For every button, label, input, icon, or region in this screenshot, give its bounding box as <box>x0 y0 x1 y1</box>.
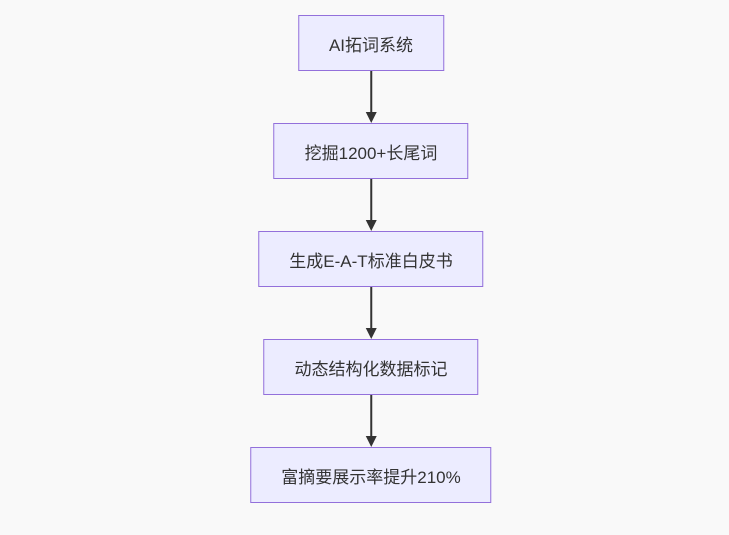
arrow-down-icon <box>365 287 377 339</box>
flowchart: AI拓词系统 挖掘1200+长尾词 生成E-A-T标准白皮书 动态结构化数据标记… <box>250 15 492 503</box>
arrow-down-icon <box>365 179 377 231</box>
flow-node-rich-snippet-result: 富摘要展示率提升210% <box>250 447 492 503</box>
flow-node-longtail-mining: 挖掘1200+长尾词 <box>273 123 469 179</box>
flow-node-eat-whitepaper: 生成E-A-T标准白皮书 <box>258 231 484 287</box>
arrow-down-icon <box>365 395 377 447</box>
flow-node-ai-expansion-system: AI拓词系统 <box>297 15 445 71</box>
flow-node-structured-data-markup: 动态结构化数据标记 <box>263 339 479 395</box>
arrow-down-icon <box>365 71 377 123</box>
